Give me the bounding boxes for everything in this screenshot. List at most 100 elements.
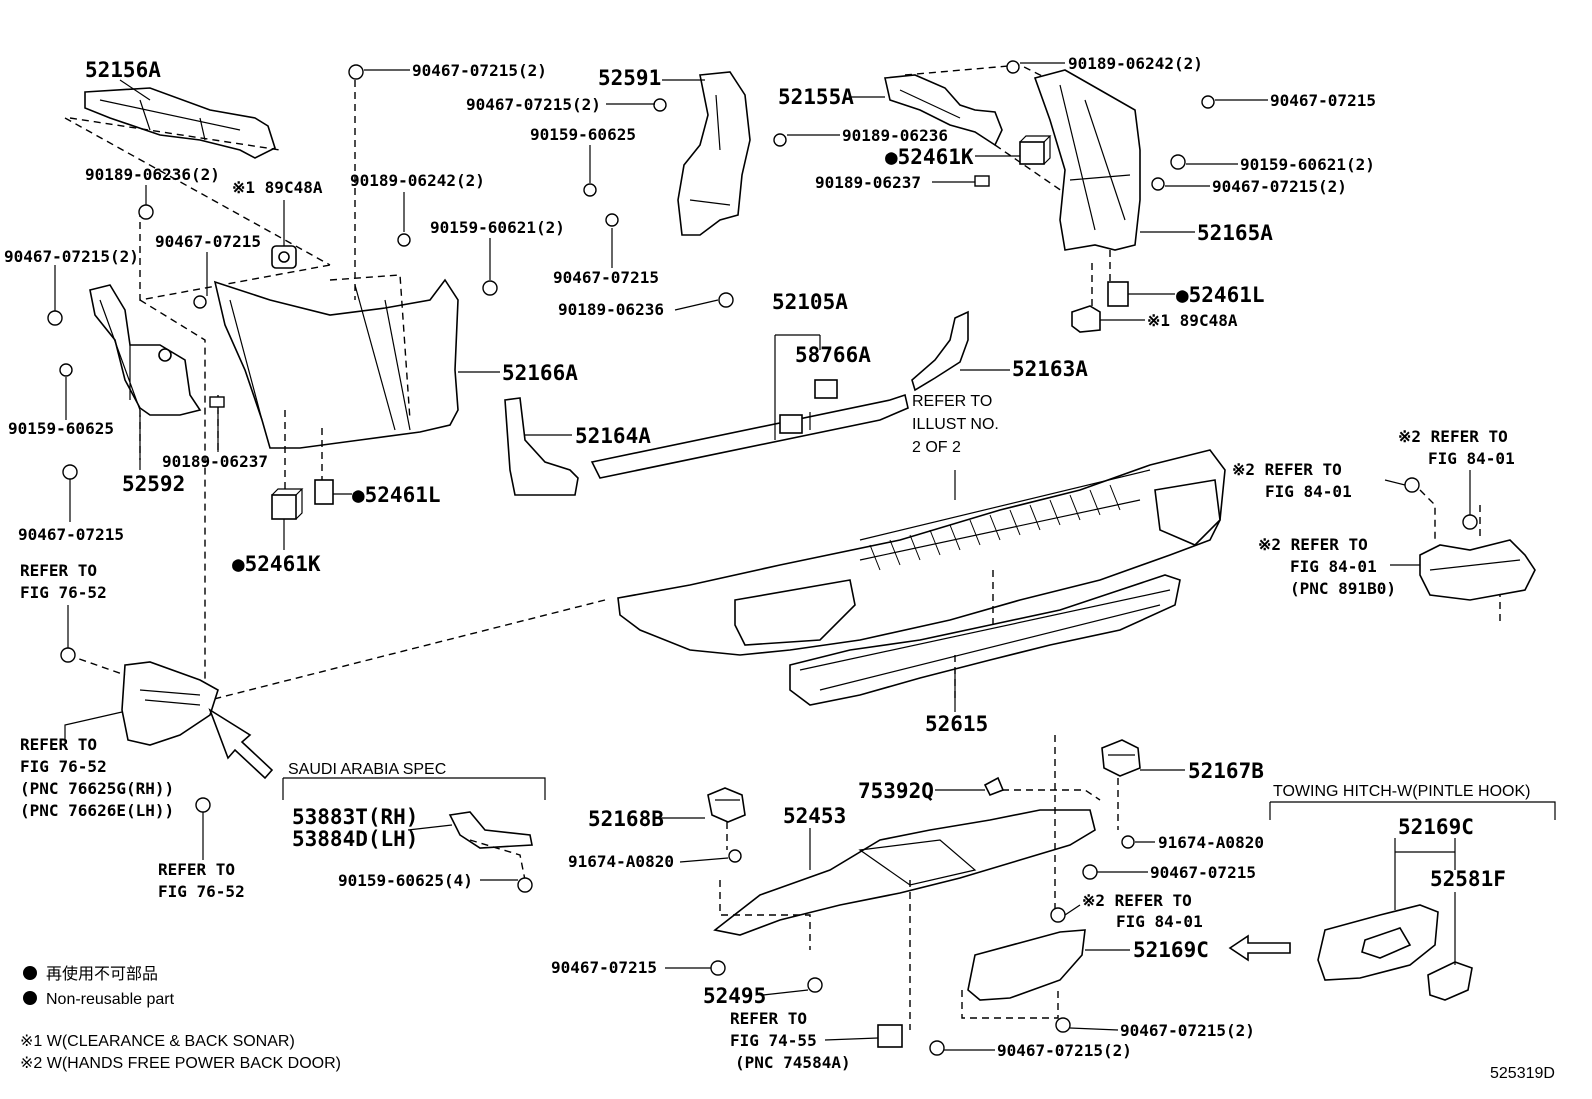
label-90159-60621-2-r[interactable]: 90159-60621(2) [1240, 155, 1375, 174]
label-90467-07215-l2[interactable]: 90467-07215 [155, 232, 261, 251]
part-52156A-shape [84, 87, 276, 159]
label-52461K-l[interactable]: ●52461K [232, 552, 321, 576]
diagram-id: 525319D [1490, 1065, 1555, 1082]
part-75392Q-shape [983, 776, 1005, 797]
ref-7455-2[interactable]: FIG 74-55 [730, 1031, 817, 1050]
label-90159-60621-2-l[interactable]: 90159-60621(2) [430, 218, 565, 237]
ref-8401-c3[interactable]: (PNC 891B0) [1290, 579, 1396, 598]
ref-8401-c1[interactable]: ※2 REFER TO [1258, 535, 1368, 554]
label-90189-06236-c[interactable]: 90189-06236 [842, 126, 948, 145]
label-52105A[interactable]: 52105A [772, 290, 848, 314]
label-52163A[interactable]: 52163A [1012, 357, 1088, 381]
ref-7652-c1[interactable]: REFER TO [158, 860, 235, 879]
ref-7652-b2[interactable]: FIG 76-52 [20, 757, 107, 776]
label-52168B[interactable]: 52168B [588, 807, 664, 831]
label-52169C-r[interactable]: 52169C [1398, 815, 1474, 839]
label-90189-06237-c[interactable]: 90189-06237 [815, 173, 921, 192]
part-52167B-shape [1101, 739, 1141, 777]
label-90189-06236-c2[interactable]: 90189-06236 [558, 300, 664, 319]
label-52165A[interactable]: 52165A [1197, 221, 1273, 245]
ref-8401-b2[interactable]: FIG 84-01 [1265, 482, 1352, 501]
part-52164A-shape [504, 397, 579, 496]
part-89C48A-left-shape [271, 245, 297, 269]
label-52155A[interactable]: 52155A [778, 85, 854, 109]
part-52453-shape [713, 809, 1096, 936]
ref-7455-3[interactable]: (PNC 74584A) [735, 1053, 851, 1072]
ref-7652-b1[interactable]: REFER TO [20, 735, 97, 754]
label-52461L-l[interactable]: ●52461L [352, 483, 441, 507]
label-89C48A-l[interactable]: ※1 89C48A [232, 178, 323, 197]
label-52495[interactable]: 52495 [703, 984, 766, 1008]
part-52461K-center-shape [1019, 135, 1052, 165]
label-53883T[interactable]: 53883T(RH) [292, 805, 418, 829]
label-52461K-c[interactable]: ●52461K [885, 145, 974, 169]
label-91674-A0820-l[interactable]: 91674-A0820 [568, 852, 674, 871]
label-52156A[interactable]: 52156A [85, 58, 161, 82]
part-53883T-shape [448, 811, 533, 849]
label-90159-60625-4[interactable]: 90159-60625(4) [338, 871, 473, 890]
part-labels: 52156A 90467-07215(2) 52591 90467-07215(… [4, 54, 1506, 1060]
label-90189-06236-2-l[interactable]: 90189-06236(2) [85, 165, 220, 184]
part-bumper-cover-shape [617, 449, 1226, 656]
label-90159-60625-a[interactable]: 90159-60625 [530, 125, 636, 144]
label-90467-07215-l3[interactable]: 90467-07215 [18, 525, 124, 544]
ref-8401-c2[interactable]: FIG 84-01 [1290, 557, 1377, 576]
legend-note2: ※2 W(HANDS FREE POWER BACK DOOR) [20, 1055, 341, 1072]
label-53884D[interactable]: 53884D(LH) [292, 827, 418, 851]
label-90467-07215-c[interactable]: 90467-07215 [553, 268, 659, 287]
label-52164A[interactable]: 52164A [575, 424, 651, 448]
ref-8401-a2[interactable]: FIG 84-01 [1428, 449, 1515, 468]
label-75392Q[interactable]: 75392Q [858, 779, 934, 803]
fastener-symbols [47, 60, 1478, 1056]
label-90467-07215-2-b[interactable]: 90467-07215(2) [466, 95, 601, 114]
legend-en: Non-reusable part [46, 991, 175, 1008]
label-89C48A-r[interactable]: ※1 89C48A [1147, 311, 1238, 330]
ref-8401-d2[interactable]: FIG 84-01 [1116, 912, 1203, 931]
label-58766A[interactable]: 58766A [795, 343, 871, 367]
ref-8401-a1[interactable]: ※2 REFER TO [1398, 427, 1508, 446]
label-90467-07215-2-l[interactable]: 90467-07215(2) [4, 247, 139, 266]
label-90467-07215-2-r[interactable]: 90467-07215(2) [1212, 177, 1347, 196]
label-90467-07215-2-bc[interactable]: 90467-07215(2) [997, 1041, 1132, 1060]
part-clip-strip [779, 414, 803, 434]
ref-8401-d1[interactable]: ※2 REFER TO [1082, 891, 1192, 910]
label-91674-A0820-r[interactable]: 91674-A0820 [1158, 833, 1264, 852]
label-90189-06237-l[interactable]: 90189-06237 [162, 452, 268, 471]
label-52592[interactable]: 52592 [122, 472, 185, 496]
label-52461L-r[interactable]: ●52461L [1176, 283, 1265, 307]
ref-7652-b3[interactable]: (PNC 76625G(RH)) [20, 779, 174, 798]
part-52105A-shape [590, 393, 909, 479]
label-90467-07215-2-top[interactable]: 90467-07215(2) [412, 61, 547, 80]
label-52581F[interactable]: 52581F [1430, 867, 1506, 891]
ref-7652-a1[interactable]: REFER TO [20, 561, 97, 580]
ref-8401-b1[interactable]: ※2 REFER TO [1232, 460, 1342, 479]
part-891B0-bracket-shape [1419, 539, 1536, 601]
legend: 再使用不可部品 Non-reusable part ※1 W(CLEARANCE… [20, 965, 341, 1072]
ref-7652-a2[interactable]: FIG 76-52 [20, 583, 107, 602]
label-90159-60625-l[interactable]: 90159-60625 [8, 419, 114, 438]
label-90467-07215-2-bb[interactable]: 90467-07215(2) [1120, 1021, 1255, 1040]
ref-illust-2: ILLUST NO. [912, 416, 999, 433]
label-52591[interactable]: 52591 [598, 66, 661, 90]
label-52453[interactable]: 52453 [783, 804, 846, 828]
part-58766A-shape [814, 379, 838, 399]
label-90467-07215-r1[interactable]: 90467-07215 [1270, 91, 1376, 110]
ref-7652-c2[interactable]: FIG 76-52 [158, 882, 245, 901]
saudi-spec-title: SAUDI ARABIA SPEC [288, 761, 446, 778]
label-90467-07215-bm[interactable]: 90467-07215 [1150, 863, 1256, 882]
label-52169C-c[interactable]: 52169C [1133, 938, 1209, 962]
part-52615-shape [789, 574, 1181, 706]
part-52165A-shape [1033, 69, 1141, 251]
label-52615[interactable]: 52615 [925, 712, 988, 736]
label-90467-07215-bl[interactable]: 90467-07215 [551, 958, 657, 977]
part-52169C-towing-shape [1317, 904, 1439, 981]
label-52167B[interactable]: 52167B [1188, 759, 1264, 783]
ref-7455-1[interactable]: REFER TO [730, 1009, 807, 1028]
part-52461K-left-shape [271, 488, 304, 520]
label-90189-06242-2-l[interactable]: 90189-06242(2) [350, 171, 485, 190]
arrow-towing [1228, 934, 1291, 962]
label-52166A[interactable]: 52166A [502, 361, 578, 385]
ref-7652-b4[interactable]: (PNC 76626E(LH)) [20, 801, 174, 820]
label-90189-06242-2-tr[interactable]: 90189-06242(2) [1068, 54, 1203, 73]
